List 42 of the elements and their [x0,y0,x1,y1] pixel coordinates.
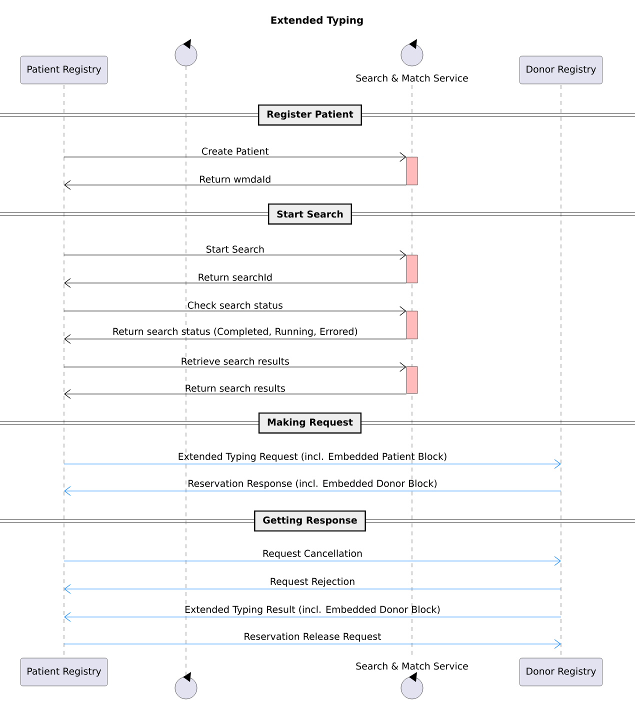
message-arrow [64,306,406,316]
participant-lifeline: Patient Registry [20,56,108,658]
message-label: Create Patient [202,148,269,155]
participant-box: Patient Registry [20,658,108,686]
message-label: Return searchId [198,274,272,281]
message-arrow [64,389,407,399]
message-arrow [64,486,562,496]
message-label: Check search status [188,302,283,309]
message-label: Return search results [186,384,285,392]
activation-bar [406,310,418,340]
message-arrow [64,278,407,288]
message-label: Return search status (Completed, Running, Errored) [113,328,358,337]
message-label: Return wmdaId [200,176,270,183]
control-icon [174,39,198,66]
message-arrow [64,362,406,372]
message-label: Request Rejection [270,578,354,587]
message-arrow [64,612,562,622]
title: Extended Typing [271,16,363,26]
message-arrow [64,250,406,260]
activation-bar [406,366,418,394]
message-arrow [64,180,407,190]
message-label: Start Search [206,246,264,253]
participant-box: Donor Registry [520,658,602,686]
message-arrow [64,152,406,162]
message-label: Reservation Release Request [244,632,382,642]
activation-bar [406,156,418,186]
participant-lifeline: Donor Registry [520,56,602,658]
message-label: Extended Typing Request (incl. Embedded Patient Block) [178,452,446,462]
message-label: Reservation Response (incl. Embedded Donor Block) [188,480,437,489]
control-icon [174,672,198,700]
node-label: Search & Match Service [356,662,468,670]
node-label: Search & Match Service [356,74,468,82]
message-arrow [64,334,407,344]
activation-bar [406,254,418,284]
message-arrow [64,459,561,469]
control-participant: Search & Match Service [356,662,468,700]
message-arrow [64,639,561,649]
message-label: Request Cancellation [263,550,362,559]
message-arrow [64,584,562,594]
message-label: Extended Typing Result (incl. Embedded Donor Block) [185,606,440,615]
message-arrow [64,556,561,566]
message-label: Retrieve search results [182,358,289,365]
